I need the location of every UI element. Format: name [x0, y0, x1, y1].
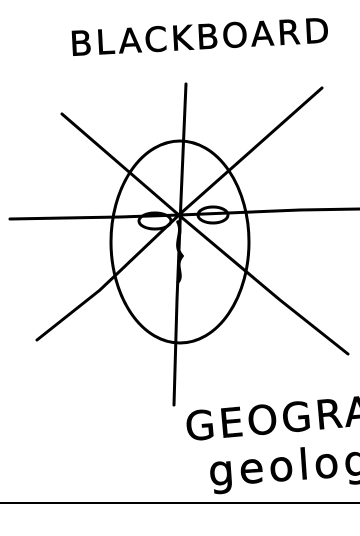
nose-mark [178, 222, 182, 282]
top-word: BLACKBOARD [68, 11, 333, 65]
vertical-line [174, 84, 186, 405]
diagonal-line-b [37, 88, 322, 340]
diagonal-line-a [62, 114, 348, 354]
